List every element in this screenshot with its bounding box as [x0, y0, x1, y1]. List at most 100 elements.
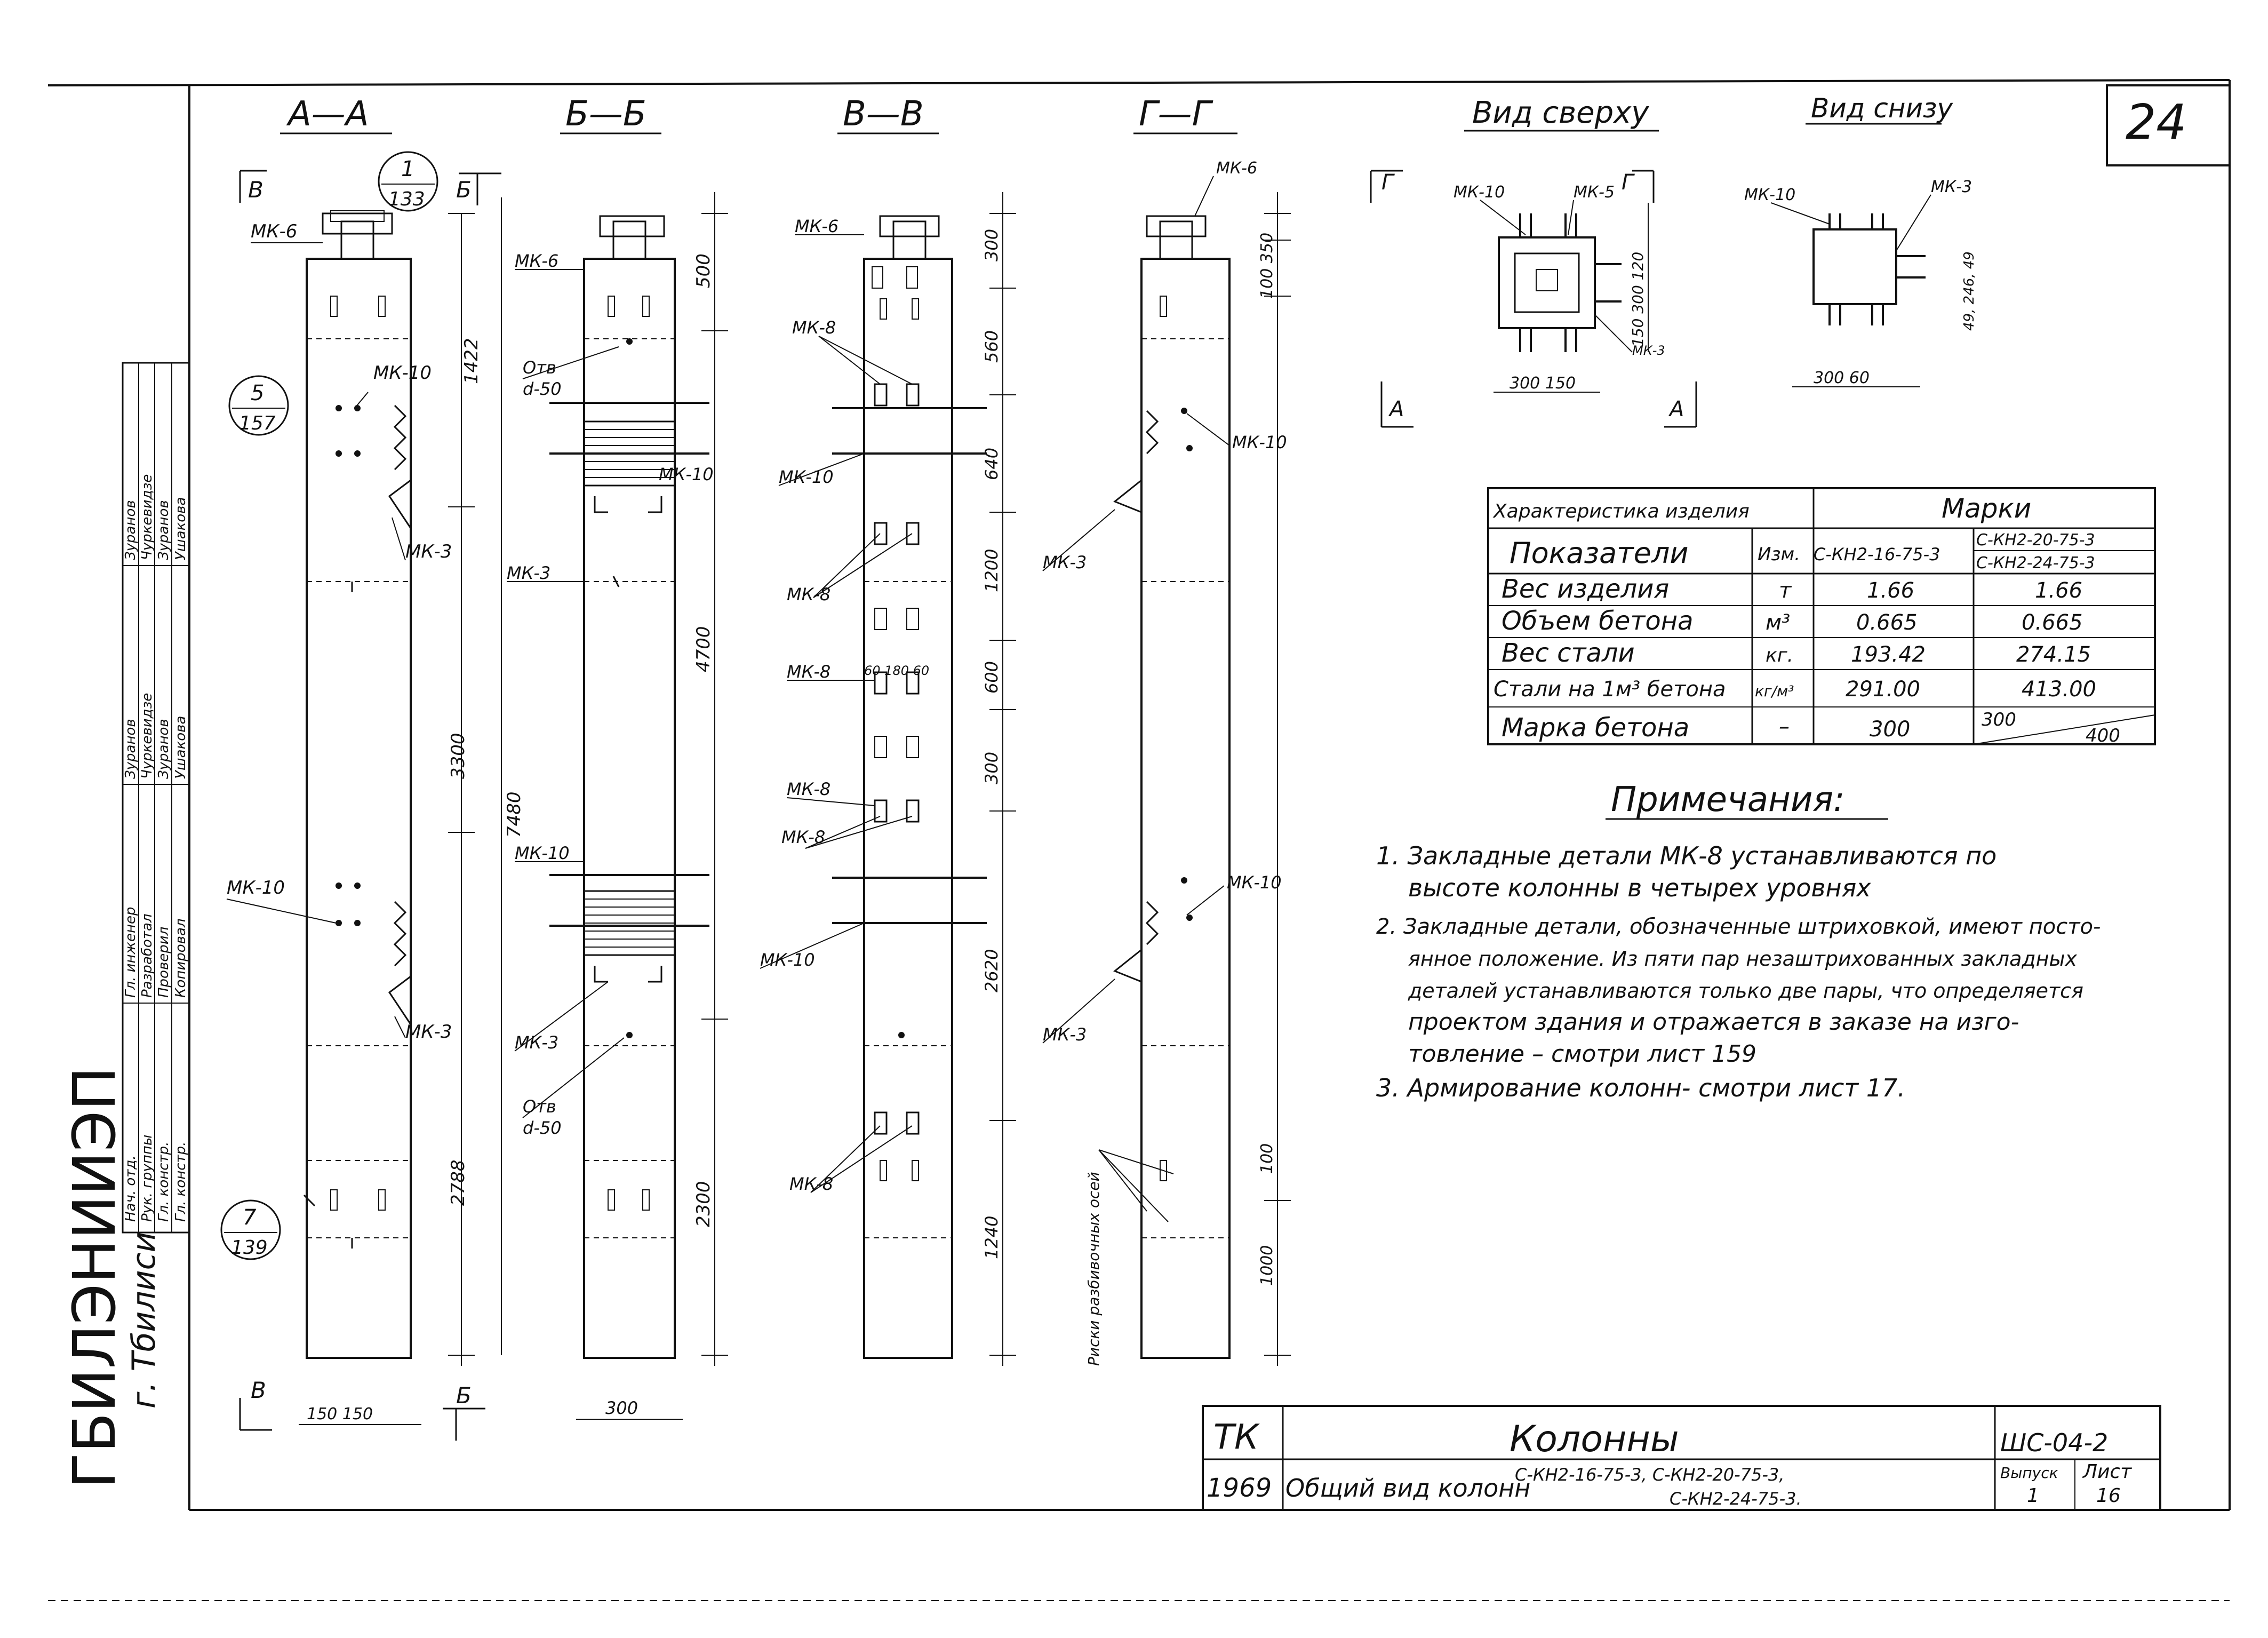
row4-unit: –: [1779, 714, 1790, 739]
dim-bb-4700: 4700: [693, 626, 714, 672]
row1-v1: 0.665: [1856, 610, 1918, 635]
callout-7-num: 7: [243, 1205, 257, 1230]
dim-bottom-49: 49, 246, 49: [1961, 251, 1977, 331]
top-cut-g-left: Г: [1381, 170, 1395, 195]
page-number-box: [2106, 84, 2231, 166]
column-vv: 300 560 640 1200 600 300 2620 1240 60 18…: [760, 192, 1016, 1366]
row4-name: Марка бетона: [1502, 713, 1689, 743]
note-3: 3. Армирование колонн- смотри лист 17.: [1376, 1074, 1905, 1102]
title-issue-label: Выпуск: [2000, 1464, 2058, 1482]
cut-v-bottom: В: [251, 1377, 266, 1403]
note-2d: проектом здания и отражается в заказе на…: [1408, 1008, 2019, 1036]
vv-mk10-top: МК-10: [779, 467, 834, 487]
table-col-indicators: Показатели: [1510, 536, 1688, 570]
stamp-r1c0: Рук. группы: [139, 1135, 155, 1222]
table-col-m2b: С-КН2-24-75-3: [1976, 554, 2095, 572]
column-gg: 100 350 100 1000 МК-6 МК-10 МК-3 МК-10 М…: [1042, 159, 1291, 1366]
callout-1-num: 1: [401, 157, 414, 181]
top-mk10: МК-10: [1454, 183, 1505, 202]
table-col-m2a: С-КН2-20-75-3: [1976, 531, 2095, 550]
row1-v2: 0.665: [2022, 610, 2083, 635]
table-header-char: Характеристика изделия: [1492, 500, 1750, 522]
title-block: ТК Колонны ШС-04-2 1969 Общий вид колонн…: [1202, 1405, 2161, 1511]
top-cut-a-right: А: [1668, 397, 1684, 422]
designer-name: ГБИЛЭНИИЭП: [60, 1067, 129, 1489]
title-top-view: Вид сверху: [1472, 96, 1649, 130]
vv-mk6: МК-6: [795, 216, 838, 236]
note-1a: 1. Закладные детали МК-8 устанавливаются…: [1376, 841, 1997, 870]
aa-mk3-bottom: МК-3: [405, 1021, 452, 1043]
column-aa: 1422 3300 2788 7480 150 150 В В Б Б МК-6…: [220, 151, 525, 1441]
gg-mk10-top: МК-10: [1232, 432, 1287, 452]
column-bb: 500 4700 2300 300 МК-6 Отв d-50 МК-10 МК…: [507, 192, 728, 1420]
stamp-r0c1: Гл. инженер: [123, 907, 139, 998]
stamp-r1c3: Чуркевидзе: [139, 474, 155, 560]
note-1b: высоте колонны в четырех уровнях: [1408, 873, 1871, 902]
gg-mk10-bottom: МК-10: [1227, 872, 1282, 893]
stamp-r1c2: Чуркевидзе: [139, 693, 155, 779]
stamp-r0c2: Зуранов: [123, 719, 139, 779]
table-header-marks: Марки: [1942, 493, 2031, 524]
stamp-r2c1: Проверил: [156, 927, 172, 998]
stamp-r1c1: Разработал: [139, 913, 155, 998]
dim-aa-7480: 7480: [504, 791, 525, 838]
row0-v2: 1.66: [2035, 578, 2082, 603]
row2-unit: кг.: [1766, 645, 1793, 666]
title-gg: Г—Г: [1139, 94, 1213, 134]
note-2b: янное положение. Из пяти пар незаштрихов…: [1408, 947, 2077, 971]
callout-5-num: 5: [251, 381, 264, 405]
title-vv: В—В: [843, 94, 924, 134]
stamp-r2c0: Гл. констр.: [156, 1142, 172, 1222]
cut-b-bottom: Б: [456, 1382, 472, 1409]
page-number: 24: [2126, 94, 2187, 150]
stamp-r3c3: Ушакова: [173, 497, 189, 560]
title-code: ШС-04-2: [2000, 1428, 2108, 1457]
dim-bottom-300-60: 300 60: [1814, 369, 1870, 387]
stamp-r0c0: Нач. отд.: [123, 1155, 139, 1222]
cut-v-top: В: [248, 177, 263, 203]
section-titles: А—А Б—Б В—В Г—Г Вид сверху Вид снизу: [280, 93, 1954, 134]
title-sheet: 16: [2096, 1485, 2121, 1507]
note-2c: деталей устанавливаются только две пары,…: [1408, 979, 2083, 1003]
title-bottom-view: Вид снизу: [1811, 93, 1954, 124]
note-2a: 2. Закладные детали, обозначенные штрихо…: [1376, 915, 2101, 939]
vv-mk8-3: МК-8: [787, 662, 830, 682]
top-view: Г Г А А МК-10 МК-5 МК-3 300 150 150 300 …: [1370, 170, 1697, 428]
dim-vv-300b: 300: [981, 752, 1002, 784]
bb-otv-top-d: d-50: [523, 379, 562, 399]
top-cut-a-left: А: [1388, 397, 1404, 422]
row4-v1: 300: [1870, 717, 1910, 742]
bottom-view: МК-10 МК-3 300 60 49, 246, 49: [1744, 178, 1977, 387]
title-issue: 1: [2027, 1485, 2039, 1507]
callout-7-sheet: 139: [231, 1237, 268, 1259]
title-org: ТК: [1213, 1418, 1260, 1457]
aa-mk3-top: МК-3: [405, 541, 452, 562]
designer-stamp: ГБИЛЭНИИЭП г. Тбилиси: [60, 1067, 163, 1489]
dim-top-150-300-120: 150 300 120: [1629, 252, 1647, 347]
row3-v1: 291.00: [1846, 677, 1920, 702]
vv-mk8-5: МК-8: [781, 827, 825, 847]
vv-mk8-4: МК-8: [787, 779, 830, 799]
aa-mk10-top: МК-10: [373, 362, 432, 384]
dim-gg-100: 100: [1258, 1143, 1276, 1174]
gg-mk3-bottom: МК-3: [1043, 1024, 1087, 1045]
dim-vv-1200: 1200: [981, 549, 1002, 592]
title-main: Колонны: [1510, 1418, 1679, 1460]
bb-mk6: МК-6: [515, 251, 558, 271]
dim-aa-2788: 2788: [448, 1159, 469, 1206]
dim-bb-500: 500: [693, 253, 714, 288]
gg-mk6: МК-6: [1216, 159, 1257, 178]
callout-5-sheet: 157: [239, 412, 276, 434]
bottom-mk10: МК-10: [1744, 186, 1795, 204]
bb-otv-top: Отв: [523, 357, 556, 378]
bb-mk3-bottom: МК-3: [515, 1032, 558, 1053]
bb-mk10-top: МК-10: [659, 464, 714, 484]
row0-unit: т: [1779, 578, 1792, 603]
dim-vv-60-180-60: 60 180 60: [864, 663, 929, 678]
stamp-r0c3: Зуранов: [123, 500, 139, 560]
row1-unit: м³: [1766, 610, 1790, 635]
dim-vv-640: 640: [981, 448, 1002, 480]
notes-title: Примечания:: [1611, 780, 1845, 820]
dim-vv-2620: 2620: [981, 949, 1002, 992]
